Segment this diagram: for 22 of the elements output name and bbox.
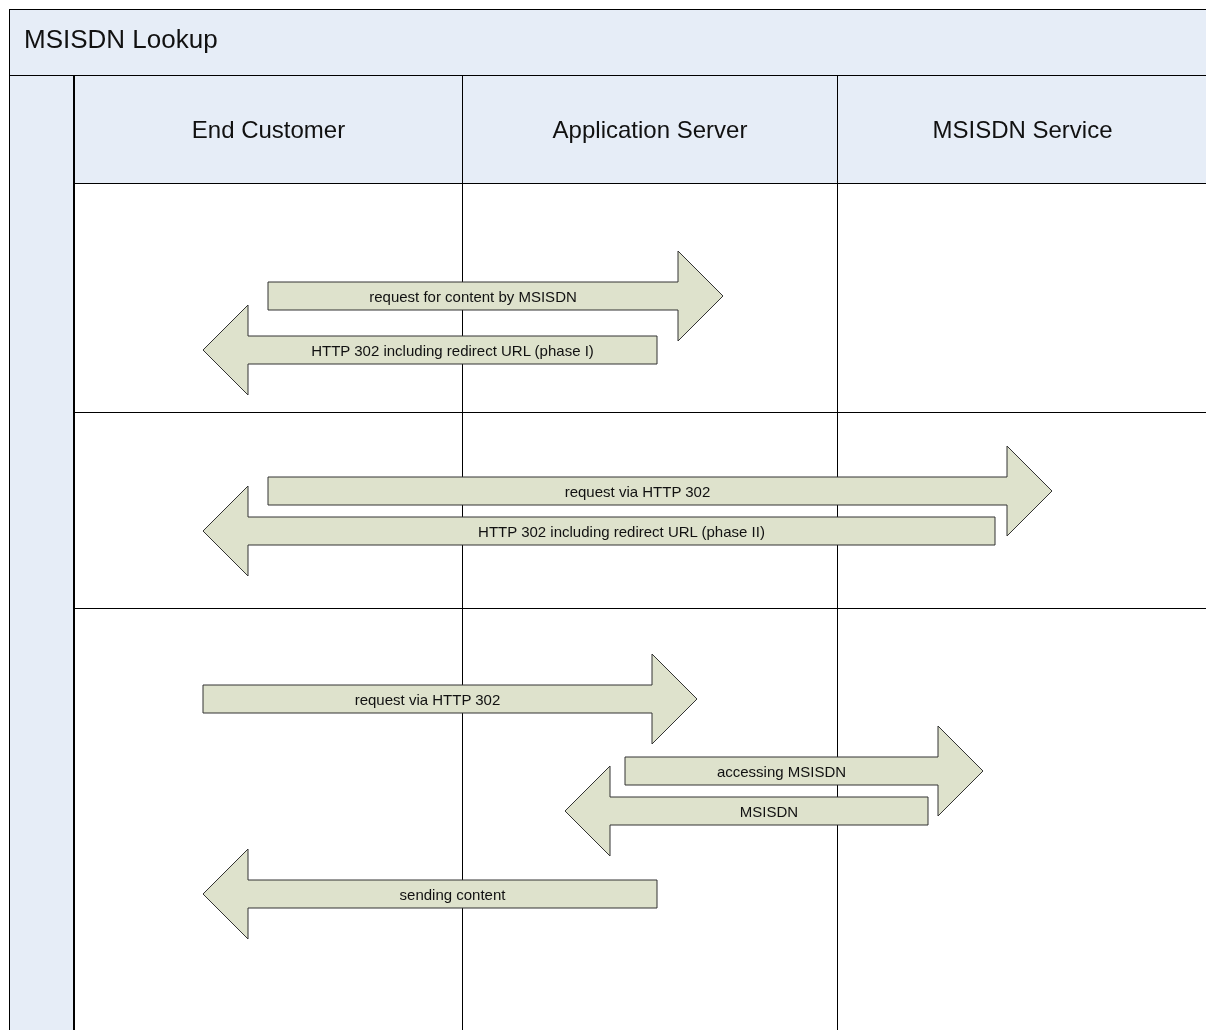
block-arrow <box>624 725 984 817</box>
block-arrow <box>202 848 658 940</box>
pool-frame <box>9 9 1206 1030</box>
block-arrow <box>202 304 658 396</box>
edge-label: request for content by MSISDN <box>369 287 577 305</box>
edge-label: sending content <box>399 885 506 903</box>
pool-title: MSISDN Lookup <box>10 10 1206 76</box>
lane-header: MSISDN Service <box>838 76 1206 184</box>
edge-label: request via HTTP 302 <box>354 690 501 708</box>
edge-label: request via HTTP 302 <box>564 482 711 500</box>
edge-label: HTTP 302 including redirect URL (phase II) <box>478 522 765 540</box>
lane-header: End Customer <box>75 76 462 184</box>
side-band <box>10 76 74 1030</box>
edge-label: MSISDN <box>739 802 799 820</box>
edge-label: HTTP 302 including redirect URL (phase I) <box>311 341 594 359</box>
block-arrow <box>564 765 929 857</box>
block-arrow <box>267 445 1053 537</box>
edge-label: accessing MSISDN <box>716 762 847 780</box>
block-arrow <box>267 250 724 342</box>
block-arrow <box>202 653 698 745</box>
lane-header: Application Server <box>463 76 837 184</box>
block-arrow <box>202 485 996 577</box>
